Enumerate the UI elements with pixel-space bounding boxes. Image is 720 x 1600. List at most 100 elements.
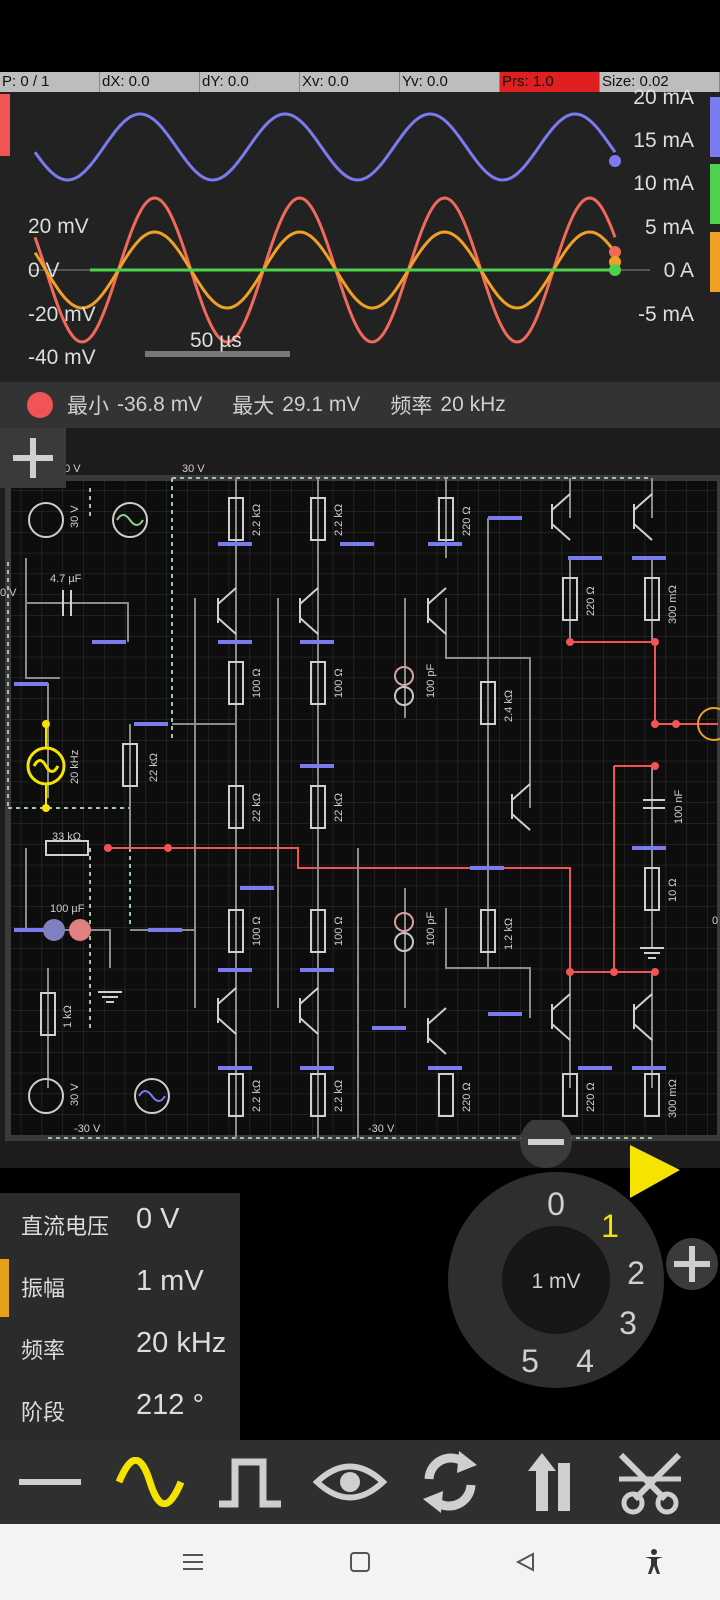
circuit-label: 100 Ω bbox=[333, 668, 345, 698]
add-component-button[interactable] bbox=[0, 428, 66, 488]
tool-rotate[interactable] bbox=[400, 1440, 500, 1524]
dial-number-selected[interactable]: 1 bbox=[601, 1208, 619, 1244]
property-value: 20 kHz bbox=[136, 1327, 227, 1359]
property-label: 频率 bbox=[21, 1338, 66, 1363]
axis-left-label: -40 mV bbox=[28, 346, 96, 369]
channel-color-dot[interactable] bbox=[27, 392, 53, 418]
wire-rail bbox=[7, 477, 652, 1139]
current-waveform bbox=[33, 112, 617, 182]
property-row[interactable]: 直流电压 0 V bbox=[0, 1193, 240, 1251]
max-value: 29.1 mV bbox=[282, 393, 361, 416]
polarized-capacitor[interactable] bbox=[43, 666, 414, 952]
scope-plot bbox=[0, 94, 720, 357]
circuit-label: 2.4 kΩ bbox=[503, 690, 515, 722]
axis-right-label: 0 A bbox=[663, 259, 694, 282]
channel-marker-current[interactable] bbox=[710, 97, 720, 157]
scope-stats-bar: 最小 -36.8 mV 最大 29.1 mV 频率 20 kHz bbox=[0, 382, 720, 428]
circuit-label: 0 bbox=[712, 915, 718, 927]
circuit-label: 2.2 kΩ bbox=[251, 504, 263, 536]
transistor bbox=[299, 587, 319, 635]
dial-svg[interactable]: 1 mV 0 1 2 3 4 5 bbox=[440, 1116, 720, 1390]
tool-view[interactable] bbox=[300, 1440, 400, 1524]
min-label: 最小 bbox=[67, 395, 109, 418]
dial-number[interactable]: 3 bbox=[619, 1305, 637, 1341]
resistor bbox=[310, 661, 326, 705]
tool-sine-mode[interactable] bbox=[100, 1440, 200, 1524]
channel-marker-voltage[interactable] bbox=[710, 232, 720, 292]
minus-icon bbox=[528, 1139, 564, 1145]
info-xv: Xv: 0.0 bbox=[300, 72, 400, 92]
dial-pointer-icon bbox=[630, 1145, 680, 1198]
info-dy: dY: 0.0 bbox=[200, 72, 300, 92]
circuit-label: 2.2 kΩ bbox=[333, 504, 345, 536]
resistor bbox=[562, 1073, 578, 1117]
transistor bbox=[217, 987, 237, 1035]
transistor bbox=[299, 987, 319, 1035]
circuit-label: 100 nF bbox=[673, 789, 685, 824]
resistor bbox=[228, 785, 244, 829]
rotate-icon bbox=[423, 1451, 477, 1513]
dc-line-icon bbox=[19, 1479, 81, 1485]
info-pressure: Prs: 1.0 bbox=[500, 72, 600, 92]
circuit-label: 100 pF bbox=[425, 911, 437, 946]
resistor bbox=[310, 785, 326, 829]
resistor bbox=[562, 577, 578, 621]
circuit-label: 33 kΩ bbox=[52, 831, 81, 843]
transistor bbox=[551, 993, 571, 1041]
tool-dc-mode[interactable] bbox=[0, 1440, 100, 1524]
resistor bbox=[644, 867, 660, 911]
circuit-canvas[interactable]: 30 V 30 V 0 V 4.7 µF 33 kΩ 100 µF -30 V … bbox=[0, 428, 720, 1168]
property-row[interactable]: 频率 20 kHz bbox=[0, 1317, 240, 1375]
resistor bbox=[228, 1073, 244, 1117]
freq-value: 20 kHz bbox=[440, 393, 506, 416]
info-yv: Yv: 0.0 bbox=[400, 72, 500, 92]
tool-cut[interactable] bbox=[600, 1440, 700, 1524]
max-label: 最大 bbox=[232, 395, 275, 418]
time-scale-label: 50 µs bbox=[190, 329, 242, 352]
property-label: 直流电压 bbox=[21, 1214, 110, 1239]
circuit-label: 220 Ω bbox=[585, 586, 597, 616]
info-bar: P: 0 / 1 dX: 0.0 dY: 0.0 Xv: 0.0 Yv: 0.0… bbox=[0, 72, 720, 92]
property-row[interactable]: 振幅 1 mV bbox=[0, 1255, 240, 1317]
transistor bbox=[633, 993, 653, 1041]
square-wave-icon bbox=[219, 1458, 281, 1508]
circuit-schematic[interactable]: 30 V 30 V 0 V 4.7 µF 33 kΩ 100 µF -30 V … bbox=[0, 428, 720, 1168]
resistor bbox=[45, 840, 89, 856]
axis-right-label: 20 mA bbox=[633, 86, 694, 109]
axis-right-label: 15 mA bbox=[633, 129, 694, 152]
scope-left-marker bbox=[0, 94, 10, 156]
capacitor bbox=[62, 590, 72, 616]
tool-square-mode[interactable] bbox=[200, 1440, 300, 1524]
transistor bbox=[217, 587, 237, 635]
dial-number[interactable]: 5 bbox=[521, 1343, 539, 1379]
home-button[interactable] bbox=[338, 1542, 382, 1582]
axis-right-label: -5 mA bbox=[637, 303, 694, 326]
resistor bbox=[310, 1073, 326, 1117]
property-row[interactable]: 阶段 212 ° bbox=[0, 1379, 240, 1437]
dial-number[interactable]: 2 bbox=[627, 1255, 645, 1291]
circuit-label: 0 V bbox=[0, 587, 17, 599]
circuit-label: 22 kΩ bbox=[251, 793, 263, 822]
freq-label: 频率 bbox=[390, 395, 433, 418]
property-label: 振幅 bbox=[21, 1276, 66, 1301]
dial-number[interactable]: 4 bbox=[576, 1343, 594, 1379]
resistor bbox=[438, 497, 454, 541]
circuit-label: 20 kHz bbox=[69, 750, 81, 784]
resistor bbox=[310, 497, 326, 541]
oscilloscope-view[interactable]: 20 mV 0 V -20 mV -40 mV 20 mA 15 mA 10 m… bbox=[0, 86, 720, 382]
accessibility-button[interactable] bbox=[632, 1542, 676, 1582]
circuit-label: 2.2 kΩ bbox=[333, 1080, 345, 1112]
back-button[interactable] bbox=[504, 1542, 548, 1582]
circuit-label: 100 Ω bbox=[333, 916, 345, 946]
value-dial[interactable]: 1 mV 0 1 2 3 4 5 bbox=[440, 1116, 720, 1390]
circuit-label: 100 pF bbox=[425, 663, 437, 698]
circuit-label: 22 kΩ bbox=[333, 793, 345, 822]
eye-icon bbox=[313, 1463, 387, 1501]
channel-marker-zero[interactable] bbox=[710, 164, 720, 224]
wire-signal bbox=[108, 641, 718, 973]
resistor bbox=[40, 992, 56, 1036]
circuit-label: 1.2 kΩ bbox=[503, 918, 515, 950]
recent-apps-button[interactable] bbox=[171, 1542, 215, 1582]
tool-flip[interactable] bbox=[500, 1440, 600, 1524]
dial-number[interactable]: 0 bbox=[547, 1186, 565, 1222]
